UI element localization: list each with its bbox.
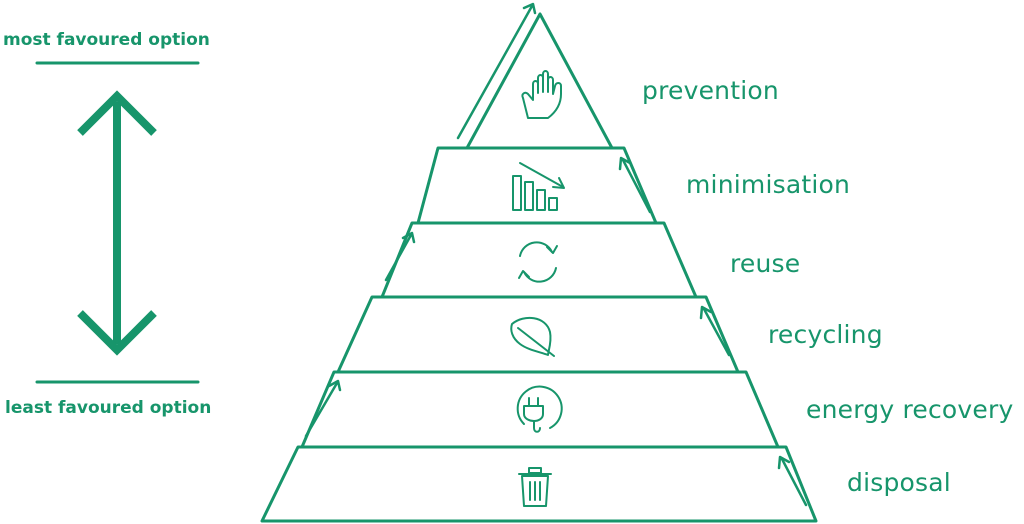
raised-hand-icon (521, 70, 562, 119)
tier-shape-energy-recovery (300, 370, 780, 449)
tier-label-reuse: reuse (730, 249, 801, 278)
tier-shape-recycling (336, 295, 740, 374)
double-headed-vertical-arrow-icon (77, 90, 157, 356)
power-plug-icon (516, 385, 563, 433)
circular-arrows-icon (518, 241, 558, 283)
trash-bin-icon (518, 467, 552, 507)
tier-shape-disposal (260, 445, 818, 523)
declining-bar-chart-icon (512, 162, 565, 211)
tier-label-disposal: disposal (847, 468, 951, 497)
tier-label-recycling: recycling (768, 320, 883, 349)
tier-label-prevention: prevention (642, 76, 779, 105)
tier-label-minimisation: minimisation (686, 170, 851, 199)
most-favoured-label: most favoured option (3, 30, 210, 50)
tier-shape-reuse (380, 221, 698, 299)
tier-label-energy-recovery: energy recovery (806, 395, 1014, 424)
leaf-icon (510, 316, 555, 357)
least-favoured-label: least favoured option (5, 398, 212, 418)
ascending-arrows (304, 2, 808, 507)
